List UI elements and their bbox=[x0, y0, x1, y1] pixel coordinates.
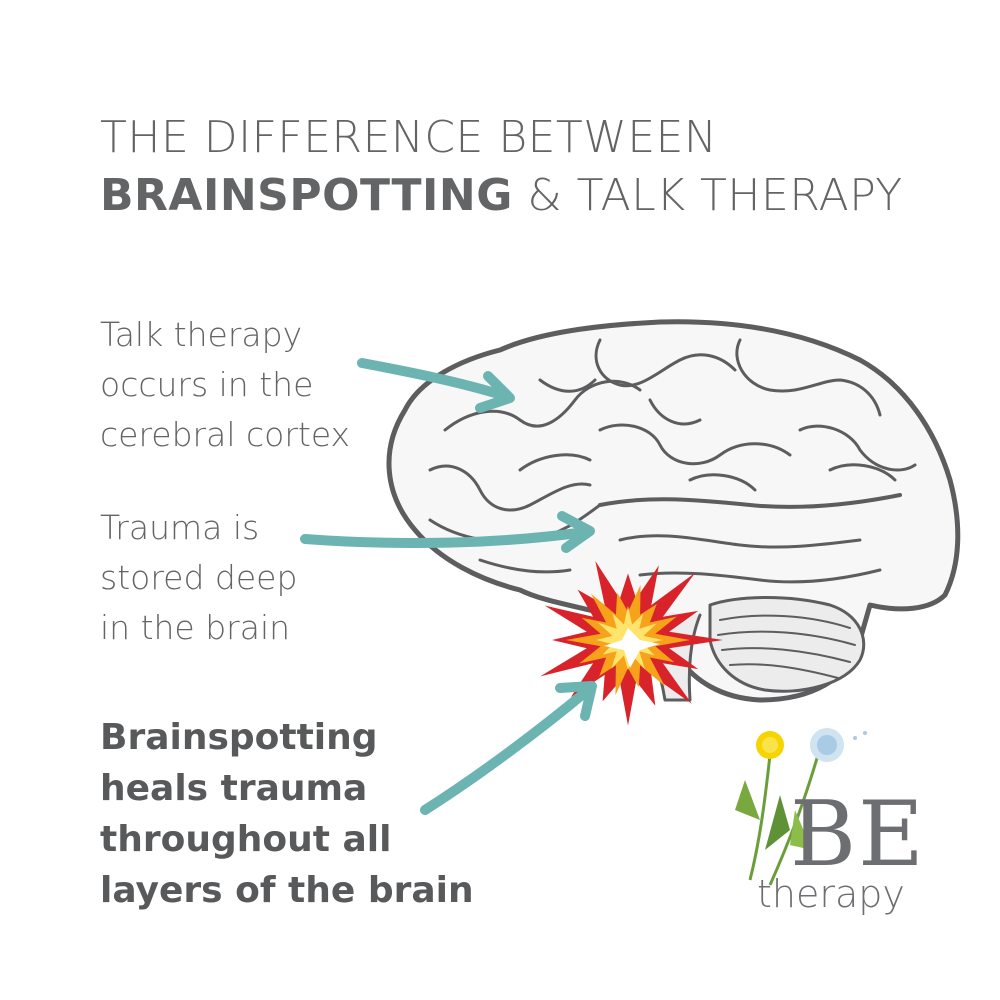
arrow-talk-therapy bbox=[357, 358, 515, 413]
title-line-2: BRAINSPOTTING & TALK THERAPY bbox=[100, 170, 903, 221]
dandelion-icon bbox=[735, 728, 867, 886]
brainspotting-label: Brainspotting heals trauma throughout al… bbox=[100, 717, 474, 911]
talk-therapy-label: Talk therapy occurs in the cerebral cort… bbox=[100, 315, 351, 454]
trauma-label: Trauma is stored deep in the brain bbox=[100, 508, 298, 647]
logo-therapy-text: therapy bbox=[757, 872, 905, 916]
arrow-trauma bbox=[300, 511, 595, 553]
logo-be-text: BE bbox=[790, 782, 926, 887]
title-line-1: THE DIFFERENCE BETWEEN bbox=[100, 112, 718, 163]
brain-illustration bbox=[386, 319, 961, 703]
title-rest: & TALK THERAPY bbox=[512, 170, 903, 221]
arrow-brainspotting bbox=[420, 681, 597, 815]
title-bold-word: BRAINSPOTTING bbox=[100, 170, 513, 221]
